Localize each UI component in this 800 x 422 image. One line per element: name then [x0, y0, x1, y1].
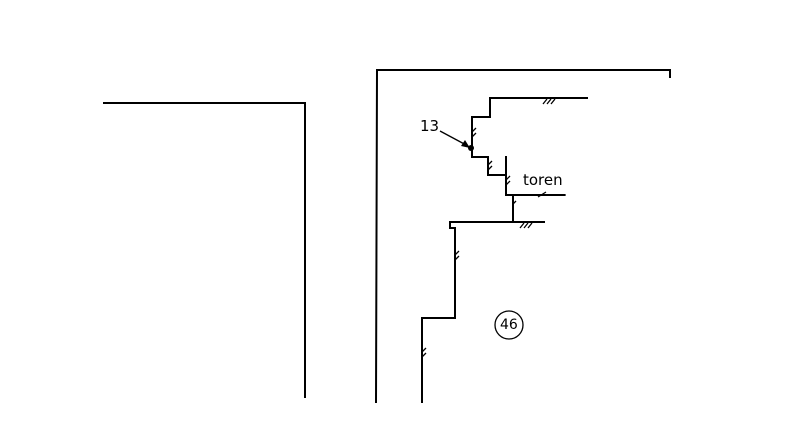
- hatch-marks: [421, 98, 556, 358]
- toren-label: toren: [523, 171, 563, 189]
- figure-number-circle: [494, 310, 524, 340]
- arrow-13: [439, 130, 474, 151]
- outer-frame: [375, 69, 671, 404]
- lower-stepped-profile: [421, 221, 545, 403]
- figure-number: 46: [500, 317, 518, 333]
- left-wall-outline: [103, 102, 306, 398]
- upper-stepped-profile: [471, 97, 588, 222]
- reference-label-13: 13: [420, 117, 440, 135]
